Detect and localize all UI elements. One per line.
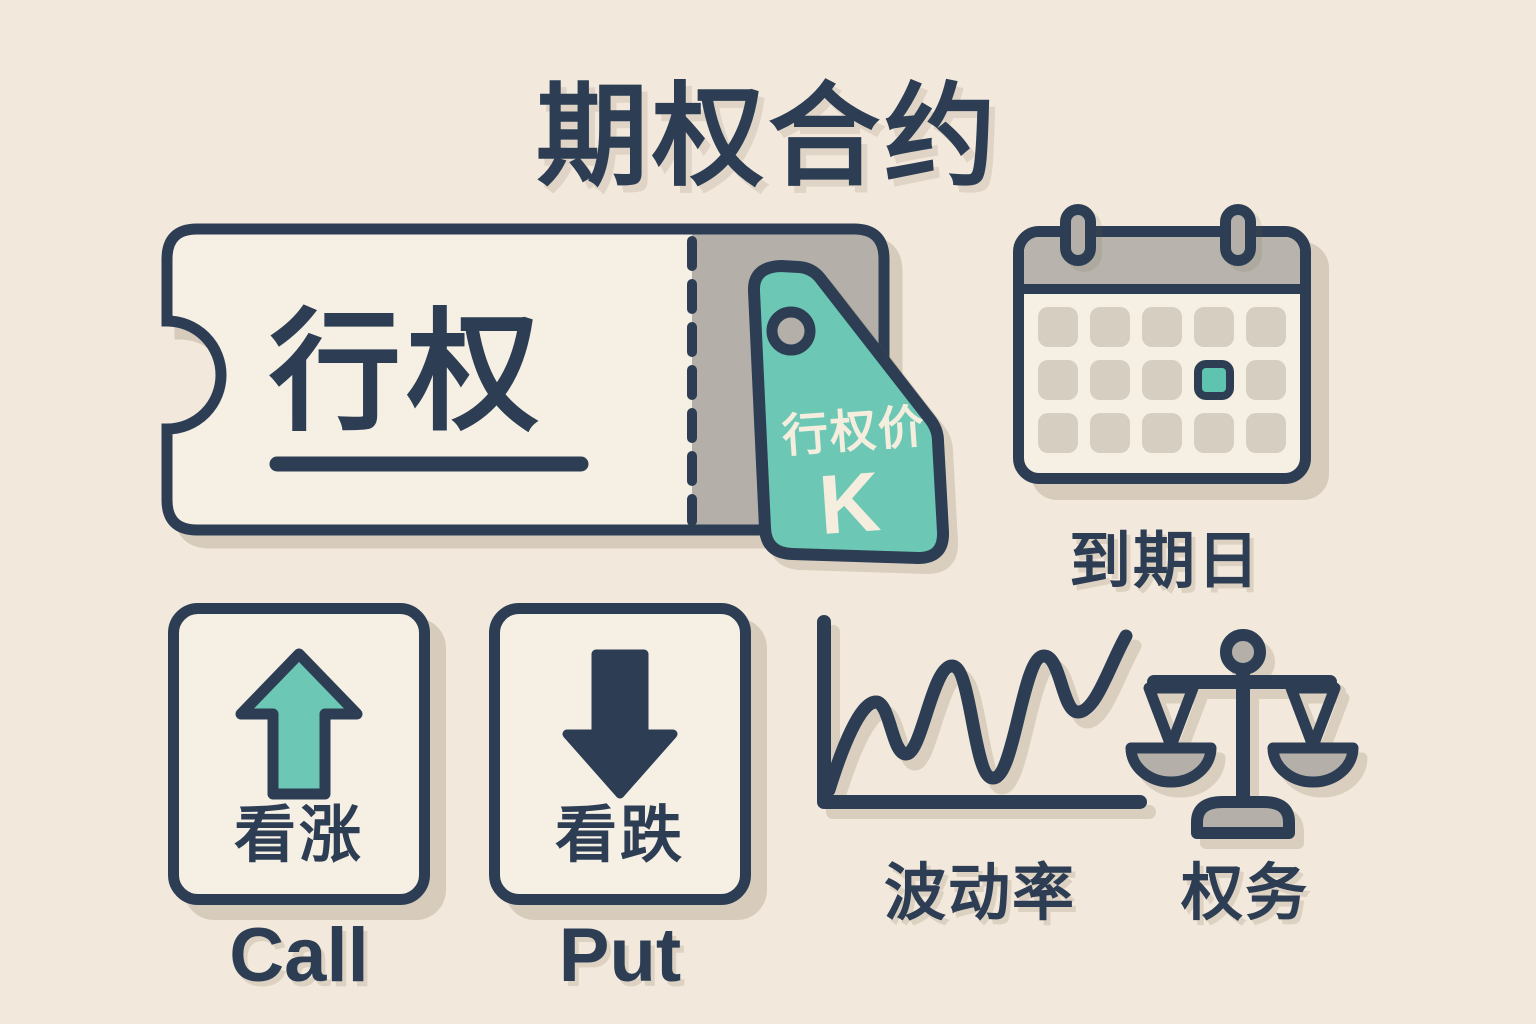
up-arrow-icon xyxy=(235,648,363,800)
calendar-day-cell xyxy=(1194,413,1234,453)
calendar-day-cell xyxy=(1142,307,1182,347)
call-caption: Call xyxy=(229,913,369,998)
scale-pivot xyxy=(1220,629,1266,675)
scale-left-pan xyxy=(1125,742,1217,788)
tag-hole xyxy=(766,306,816,356)
price-tag-icon: 行权价 K xyxy=(748,260,949,564)
volatility-chart-icon xyxy=(817,615,1147,809)
calendar-day-cell xyxy=(1246,413,1286,453)
put-option-box: 看跌 xyxy=(489,603,751,905)
scale-left-hanger xyxy=(1143,682,1199,752)
scale-base xyxy=(1191,796,1295,839)
ticket-label: 行权 xyxy=(269,299,545,446)
strike-price-label: 行权价 xyxy=(780,400,927,462)
put-label: 看跌 xyxy=(554,801,685,870)
scale-right-pan xyxy=(1267,742,1359,788)
scale-right-hanger xyxy=(1285,682,1341,752)
strike-price-symbol: K xyxy=(816,454,883,552)
calendar-grid xyxy=(1024,294,1300,473)
calendar-day-cell xyxy=(1090,307,1130,347)
calendar-day-cell xyxy=(1246,307,1286,347)
expiry-date-label: 到期日 xyxy=(1068,527,1261,596)
calendar-day-cell xyxy=(1246,360,1286,400)
page-title: 期权合约 xyxy=(536,74,1000,199)
calendar-ring-icon xyxy=(1060,204,1096,266)
volatility-curve xyxy=(822,629,1133,797)
calendar-icon xyxy=(1013,204,1311,484)
calendar-day-cell xyxy=(1038,360,1078,400)
calendar-day-cell xyxy=(1038,307,1078,347)
calendar-body xyxy=(1013,226,1311,484)
calendar-day-cell xyxy=(1142,413,1182,453)
calendar-day-cell xyxy=(1142,360,1182,400)
call-option-box: 看涨 xyxy=(168,603,430,905)
call-label: 看涨 xyxy=(233,801,364,870)
put-caption: Put xyxy=(558,913,682,998)
calendar-day-cell xyxy=(1194,307,1234,347)
calendar-day-cell xyxy=(1090,413,1130,453)
volatility-label: 波动率 xyxy=(883,859,1076,928)
calendar-expiry-cell xyxy=(1194,360,1234,400)
rights-obligations-label: 权务 xyxy=(1180,859,1309,928)
calendar-day-cell xyxy=(1038,413,1078,453)
down-arrow-icon xyxy=(562,649,678,799)
exercise-ticket-icon: 行权 行权价 K xyxy=(161,223,949,564)
calendar-day-cell xyxy=(1090,360,1130,400)
balance-scale-icon xyxy=(1125,629,1359,839)
chart-axes xyxy=(817,615,1147,809)
calendar-ring-icon xyxy=(1220,204,1256,266)
